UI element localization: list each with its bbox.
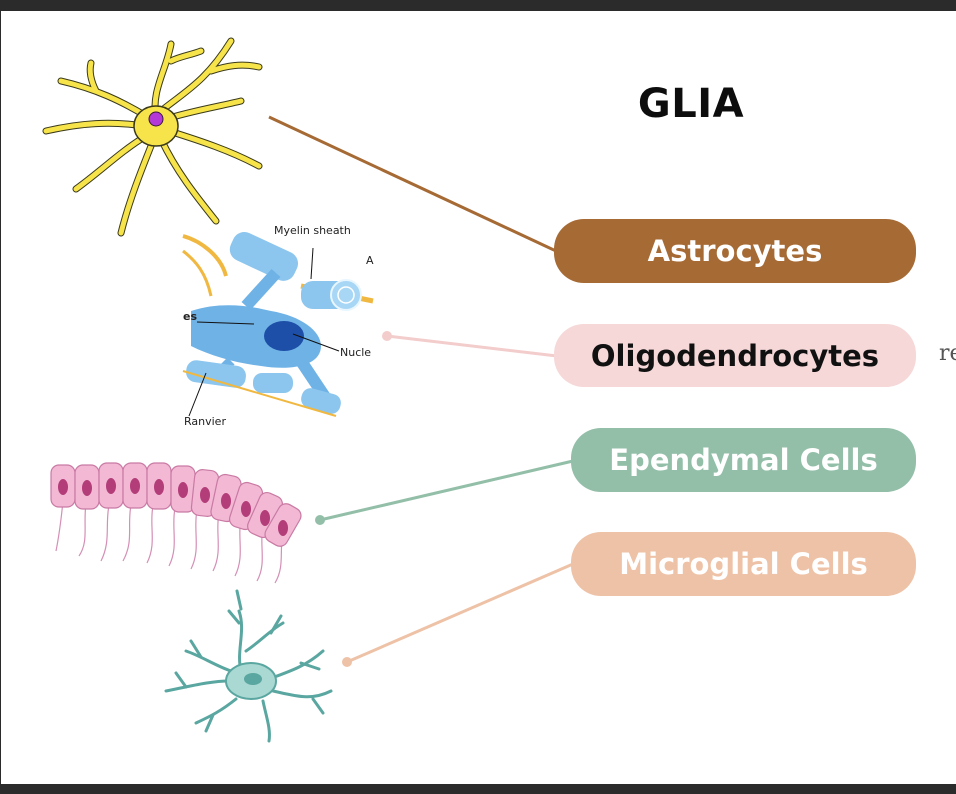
oligodendrocytes-label-button[interactable]: Oligodendrocytes: [554, 324, 916, 387]
myelin-sheath-label: Myelin sheath: [274, 224, 351, 237]
microglia-image: [164, 589, 333, 743]
microglial-cells-label-button[interactable]: Microglial Cells: [571, 532, 916, 596]
astrocyte-nucleus: [148, 111, 164, 127]
ependymal-connector-dot: [315, 515, 325, 525]
microglia-connector: [346, 562, 574, 664]
microglia-nucleus: [244, 673, 262, 685]
ependymal-image: [50, 462, 302, 584]
oligo-connector-dot: [382, 331, 392, 341]
slide: Myelin sheath Nucle Ranvier es A: [1, 11, 956, 784]
oligo-nucleus: [264, 321, 304, 351]
right-cut-label: A: [366, 254, 374, 267]
astrocytes-label-button[interactable]: Astrocytes: [554, 219, 916, 283]
ependymal-connector: [319, 459, 574, 522]
microglia-connector-dot: [342, 657, 352, 667]
overflow-text-fragment: re: [939, 341, 956, 366]
oligo-connector: [386, 334, 558, 358]
page-title: GLIA: [637, 81, 745, 127]
ependymal-cells-label-button[interactable]: Ependymal Cells: [571, 428, 916, 492]
astrocyte-image: [42, 37, 263, 237]
nucleus-label: Nucle: [340, 346, 371, 359]
illustrations: Myelin sheath Nucle Ranvier es A: [42, 37, 574, 743]
astrocyte-connector: [268, 115, 557, 253]
left-cut-label: es: [183, 310, 197, 323]
oligodendrocyte-image: Myelin sheath Nucle Ranvier es A: [182, 224, 374, 428]
ranvier-label: Ranvier: [184, 415, 226, 428]
